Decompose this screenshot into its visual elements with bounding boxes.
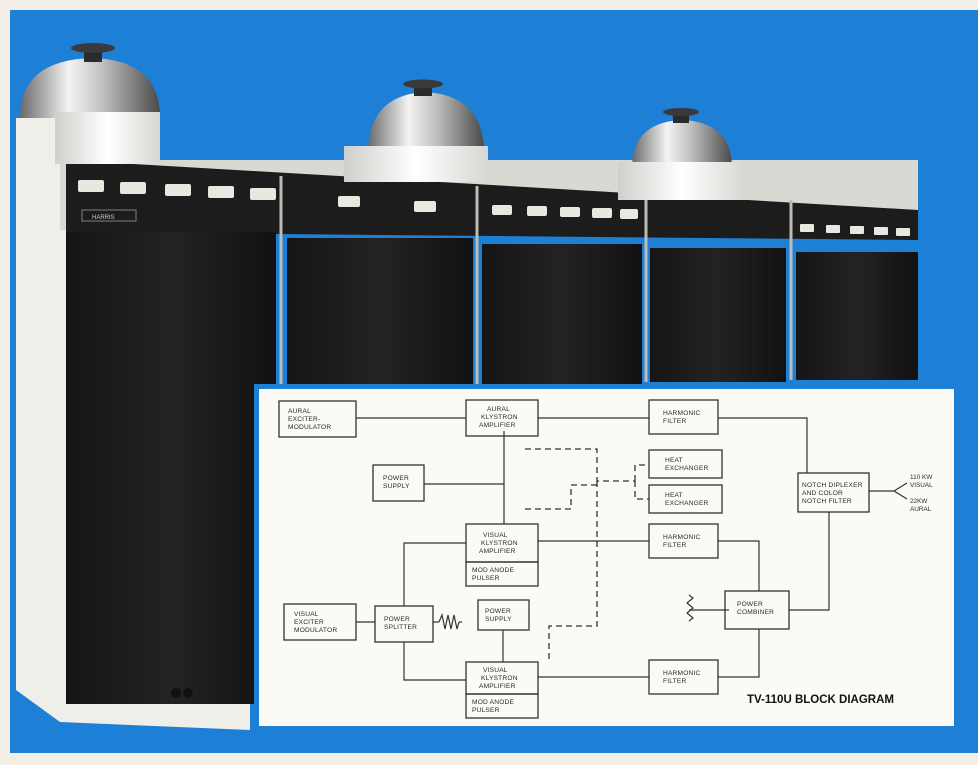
klystron-dome-3: [618, 108, 746, 200]
meter-windows: [78, 180, 910, 236]
svg-text:HEAT: HEAT: [665, 457, 683, 464]
block-visual-klystron-2: VISUAL KLYSTRON AMPLIFIER: [465, 661, 539, 695]
cabinet-doors: [66, 232, 918, 704]
svg-text:KLYSTRON: KLYSTRON: [481, 414, 518, 421]
svg-text:EXCHANGER: EXCHANGER: [665, 465, 709, 472]
svg-text:POWER: POWER: [384, 616, 410, 623]
svg-text:EXCITER: EXCITER: [294, 619, 324, 626]
block-harmonic-filter-1: HARMONIC FILTER: [648, 399, 719, 435]
svg-text:SPLITTER: SPLITTER: [384, 624, 417, 631]
svg-text:KLYSTRON: KLYSTRON: [481, 675, 518, 682]
klystron-dome-2: [344, 79, 488, 182]
svg-text:AURAL: AURAL: [288, 408, 311, 415]
svg-text:KLYSTRON: KLYSTRON: [481, 540, 518, 547]
block-diagram-panel: AURAL EXCITER- MODULATOR AURAL KLYSTRON …: [254, 384, 959, 731]
svg-text:COMBINER: COMBINER: [737, 609, 774, 616]
block-power-splitter: POWER SPLITTER: [374, 605, 434, 643]
svg-text:HARMONIC: HARMONIC: [663, 534, 701, 541]
svg-text:PULSER: PULSER: [472, 707, 500, 714]
block-power-combiner: POWER COMBINER: [724, 590, 790, 630]
klystron-dome-1: [20, 43, 160, 164]
visual-power-label: 110 KW: [910, 474, 933, 481]
svg-text:POWER: POWER: [737, 601, 763, 608]
svg-text:HEAT: HEAT: [665, 492, 683, 499]
svg-text:POWER: POWER: [485, 608, 511, 615]
output-labels: 110 KW VISUAL 22KW AURAL: [910, 474, 933, 513]
svg-text:MOD ANODE: MOD ANODE: [472, 567, 515, 574]
svg-text:MODULATOR: MODULATOR: [288, 424, 331, 431]
visual-label: VISUAL: [910, 482, 933, 489]
svg-text:AND COLOR: AND COLOR: [802, 490, 843, 497]
svg-text:SUPPLY: SUPPLY: [383, 483, 410, 490]
svg-text:NOTCH FILTER: NOTCH FILTER: [802, 498, 852, 505]
block-visual-klystron-1: VISUAL KLYSTRON AMPLIFIER: [465, 523, 539, 563]
svg-text:VISUAL: VISUAL: [294, 611, 319, 618]
block-notch-diplexer: NOTCH DIPLEXER AND COLOR NOTCH FILTER: [797, 472, 870, 513]
svg-text:MOD ANODE: MOD ANODE: [472, 699, 515, 706]
block-harmonic-filter-2: HARMONIC FILTER: [648, 523, 719, 559]
svg-text:AMPLIFIER: AMPLIFIER: [479, 422, 516, 429]
svg-text:HARMONIC: HARMONIC: [663, 410, 701, 417]
block-power-supply-2: POWER SUPPLY: [477, 599, 530, 631]
svg-text:AURAL: AURAL: [487, 406, 510, 413]
block-visual-exciter: VISUAL EXCITER MODULATOR: [283, 603, 357, 641]
block-diagram: AURAL EXCITER- MODULATOR AURAL KLYSTRON …: [278, 399, 933, 719]
signal-wires: [356, 417, 908, 681]
svg-text:NOTCH DIPLEXER: NOTCH DIPLEXER: [802, 482, 863, 489]
block-heat-exchanger-1: HEAT EXCHANGER: [648, 449, 723, 479]
aural-label: AURAL: [910, 506, 932, 513]
svg-text:SUPPLY: SUPPLY: [485, 616, 512, 623]
svg-text:FILTER: FILTER: [663, 418, 686, 425]
block-mod-anode-pulser-1: MOD ANODE PULSER: [465, 561, 539, 587]
svg-text:POWER: POWER: [383, 475, 409, 482]
block-mod-anode-pulser-2: MOD ANODE PULSER: [465, 693, 539, 719]
diagram-title: TV-110U BLOCK DIAGRAM: [747, 694, 894, 706]
control-strip: [66, 160, 918, 240]
svg-text:FILTER: FILTER: [663, 542, 686, 549]
brand-text: HARRIS: [92, 215, 115, 221]
block-heat-exchanger-2: HEAT EXCHANGER: [648, 484, 723, 514]
svg-text:AMPLIFIER: AMPLIFIER: [479, 548, 516, 555]
aural-power-label: 22KW: [910, 498, 928, 505]
svg-text:EXCITER-: EXCITER-: [288, 416, 320, 423]
cooling-lines: [525, 448, 649, 661]
block-aural-exciter: AURAL EXCITER- MODULATOR: [278, 400, 357, 438]
svg-text:FILTER: FILTER: [663, 678, 686, 685]
svg-text:EXCHANGER: EXCHANGER: [665, 500, 709, 507]
svg-text:HARMONIC: HARMONIC: [663, 670, 701, 677]
block-aural-klystron: AURAL KLYSTRON AMPLIFIER: [465, 399, 539, 437]
brand-plate: [81, 209, 137, 222]
cabinet-side-panel: [16, 118, 250, 730]
svg-text:AMPLIFIER: AMPLIFIER: [479, 683, 516, 690]
svg-text:PULSER: PULSER: [472, 575, 500, 582]
svg-text:VISUAL: VISUAL: [483, 667, 508, 674]
block-harmonic-filter-3: HARMONIC FILTER: [648, 659, 719, 695]
block-power-supply-1: POWER SUPPLY: [372, 464, 425, 502]
svg-text:MODULATOR: MODULATOR: [294, 627, 337, 634]
svg-text:VISUAL: VISUAL: [483, 532, 508, 539]
